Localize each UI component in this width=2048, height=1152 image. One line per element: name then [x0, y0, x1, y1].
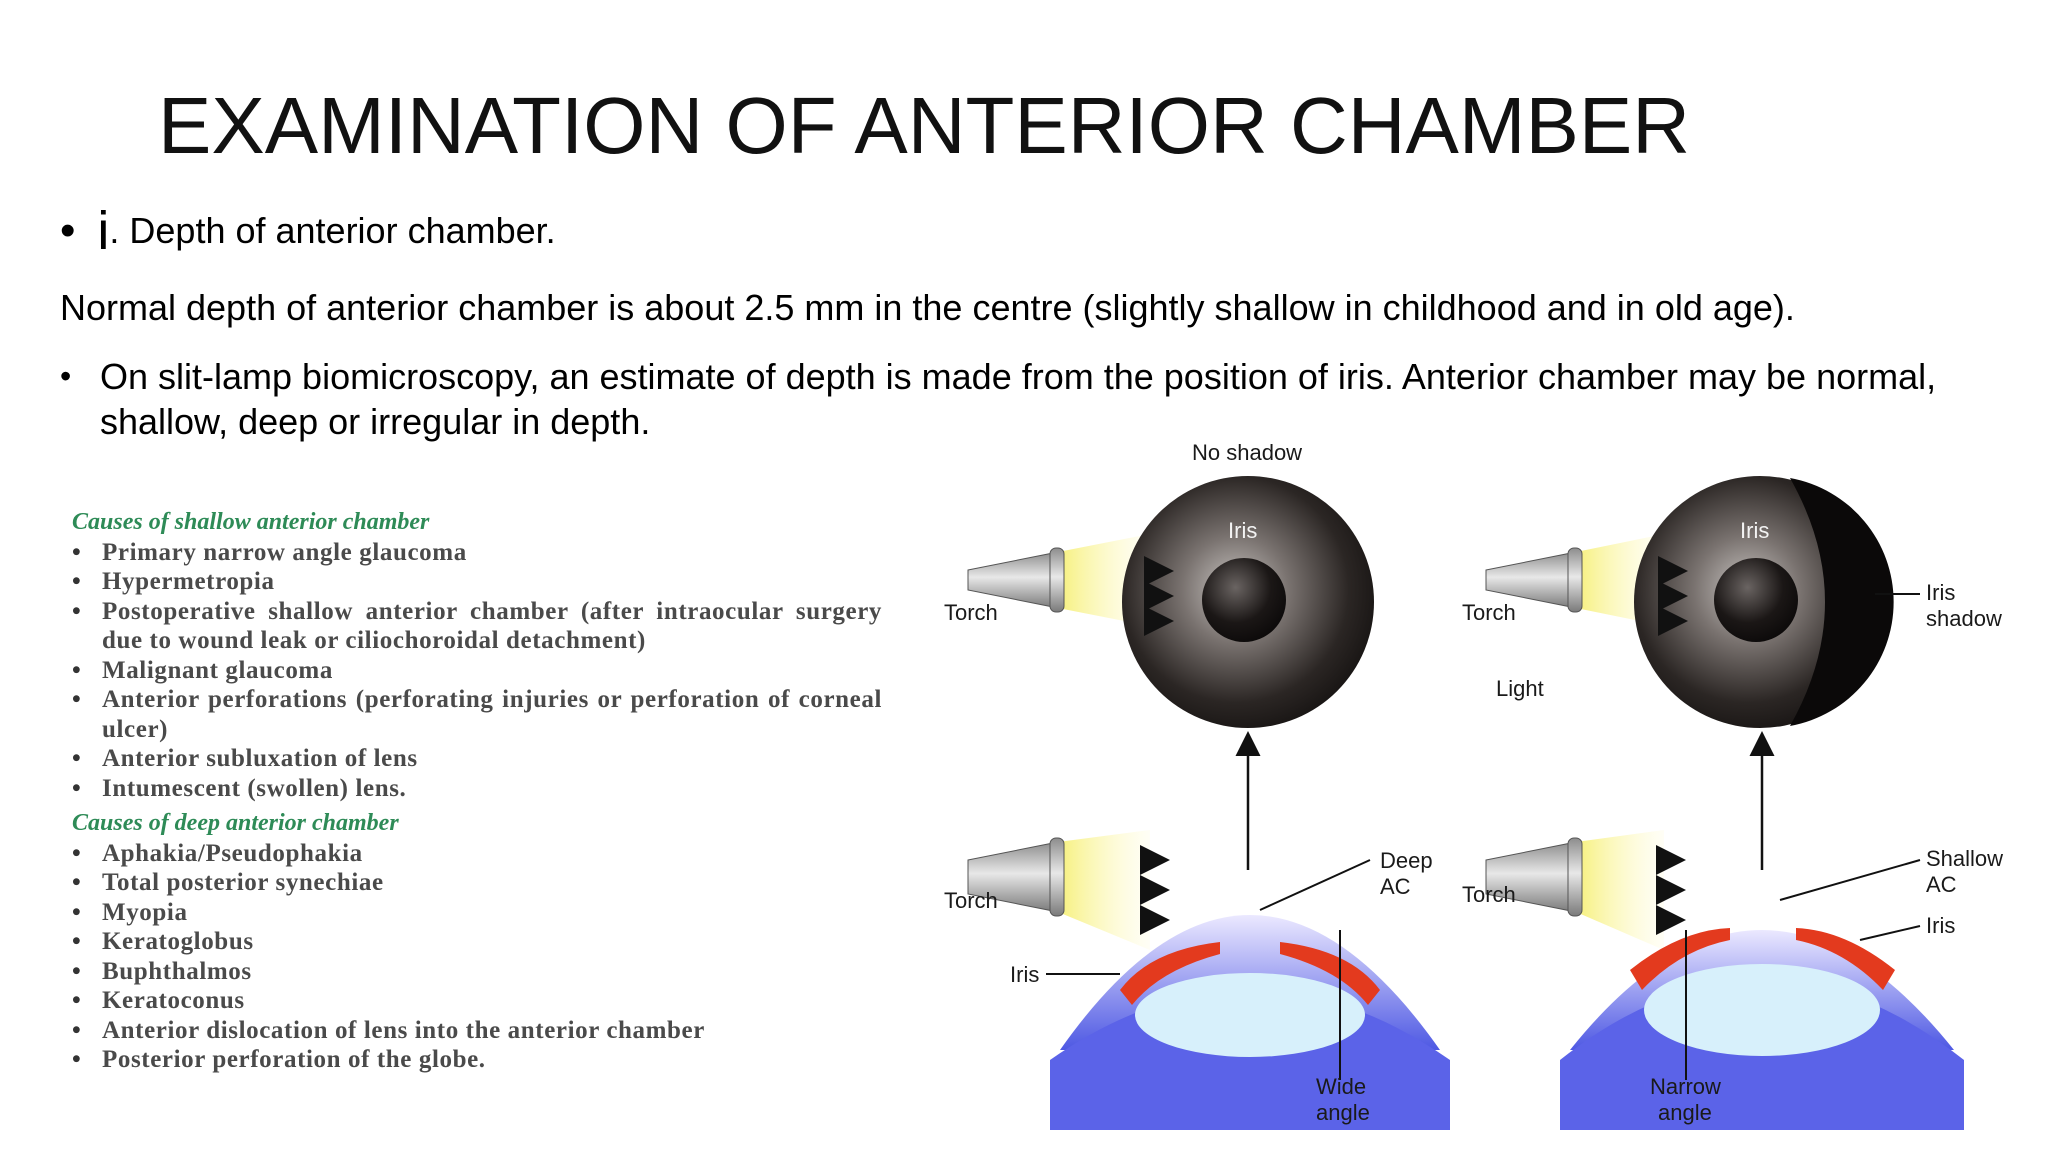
bullet-depth: • i. Depth of anterior chamber.: [60, 200, 556, 262]
label-narrow-angle-line2: angle: [1658, 1100, 1712, 1125]
label-narrow-angle-line1: Narrow: [1650, 1074, 1721, 1099]
bullet-slit-lamp-text: On slit-lamp biomicroscopy, an estimate …: [100, 356, 1937, 442]
bullet-dot: •: [60, 358, 72, 394]
iris-section: [1120, 942, 1220, 1005]
list-item: Hypermetropia: [68, 567, 868, 597]
list-item: Intumescent (swollen) lens.: [68, 774, 868, 804]
label-iris-bottom-left: Iris: [1010, 962, 1039, 987]
list-item: Myopia: [68, 898, 868, 928]
label-light: Light: [1496, 676, 1544, 701]
label-iris-top-left: Iris: [1228, 518, 1257, 543]
normal-depth-paragraph: Normal depth of anterior chamber is abou…: [60, 287, 1795, 328]
causes-deep-list: Aphakia/Pseudophakia Total posterior syn…: [68, 839, 868, 1075]
iris-section: [1630, 928, 1730, 990]
lens: [1135, 973, 1365, 1057]
causes-list: Causes of shallow anterior chamber Prima…: [68, 508, 881, 1075]
eye-front-no-shadow: [967, 476, 1374, 728]
pupil: [1714, 558, 1798, 642]
list-item: Primary narrow angle glaucoma: [68, 538, 868, 568]
list-item: Keratoconus: [68, 986, 868, 1016]
label-iris-shadow-line2: shadow: [1926, 606, 2002, 631]
label-iris-top-right: Iris: [1740, 518, 1769, 543]
list-item: Anterior dislocation of lens into the an…: [68, 1016, 882, 1046]
bullet-dot: •: [60, 206, 76, 255]
label-torch-top-right: Torch: [1462, 600, 1516, 625]
list-item: Malignant glaucoma: [68, 656, 868, 686]
eye-section-shallow-ac: [1485, 830, 1964, 1130]
list-item: Buphthalmos: [68, 957, 868, 987]
bullet-roman: i: [97, 201, 110, 261]
label-shallow-ac-line2: AC: [1926, 872, 1957, 897]
lens: [1644, 964, 1880, 1056]
list-item: Posterior perforation of the globe.: [68, 1045, 868, 1075]
bullet-depth-text: . Depth of anterior chamber.: [109, 210, 556, 251]
anterior-chamber-diagram: No shadow Iris Iris Torch Torch Light Ir…: [944, 440, 2003, 1130]
label-iris-shadow-line1: Iris: [1926, 580, 1955, 605]
list-item: Aphakia/Pseudophakia: [68, 839, 868, 869]
label-torch-bottom-left: Torch: [944, 888, 998, 913]
iris-section: [1280, 942, 1380, 1005]
list-item: Anterior perforations (perforating injur…: [68, 685, 882, 744]
label-wide-angle-line2: angle: [1316, 1100, 1370, 1125]
pupil: [1202, 558, 1286, 642]
label-torch-bottom-right: Torch: [1462, 882, 1516, 907]
light-beam: [1058, 830, 1150, 950]
eye-front-iris-shadow: [1485, 476, 1920, 728]
list-item: Total posterior synechiae: [68, 868, 868, 898]
label-deep-ac-line1: Deep: [1380, 848, 1433, 873]
label-torch-top-left: Torch: [944, 600, 998, 625]
slide-title: EXAMINATION OF ANTERIOR CHAMBER: [158, 81, 1690, 170]
label-deep-ac-line2: AC: [1380, 874, 1411, 899]
iris-shadow: [1790, 478, 1894, 726]
light-beam: [1576, 830, 1664, 950]
causes-deep-heading: Causes of deep anterior chamber: [72, 810, 399, 836]
iris-section: [1796, 928, 1895, 990]
causes-shallow-list: Primary narrow angle glaucoma Hypermetro…: [68, 538, 881, 804]
list-item: Postoperative shallow anterior chamber (…: [68, 597, 882, 656]
label-wide-angle-line1: Wide: [1316, 1074, 1366, 1099]
label-iris-bottom-right: Iris: [1926, 913, 1955, 938]
eye-section-deep-ac: [967, 830, 1450, 1130]
causes-shallow-heading: Causes of shallow anterior chamber: [72, 509, 430, 535]
label-shallow-ac-line1: Shallow: [1926, 846, 2003, 871]
list-item: Anterior subluxation of lens: [68, 744, 868, 774]
bullet-slit-lamp: • On slit-lamp biomicroscopy, an estimat…: [60, 354, 2020, 444]
list-item: Keratoglobus: [68, 927, 868, 957]
label-no-shadow: No shadow: [1192, 440, 1302, 465]
